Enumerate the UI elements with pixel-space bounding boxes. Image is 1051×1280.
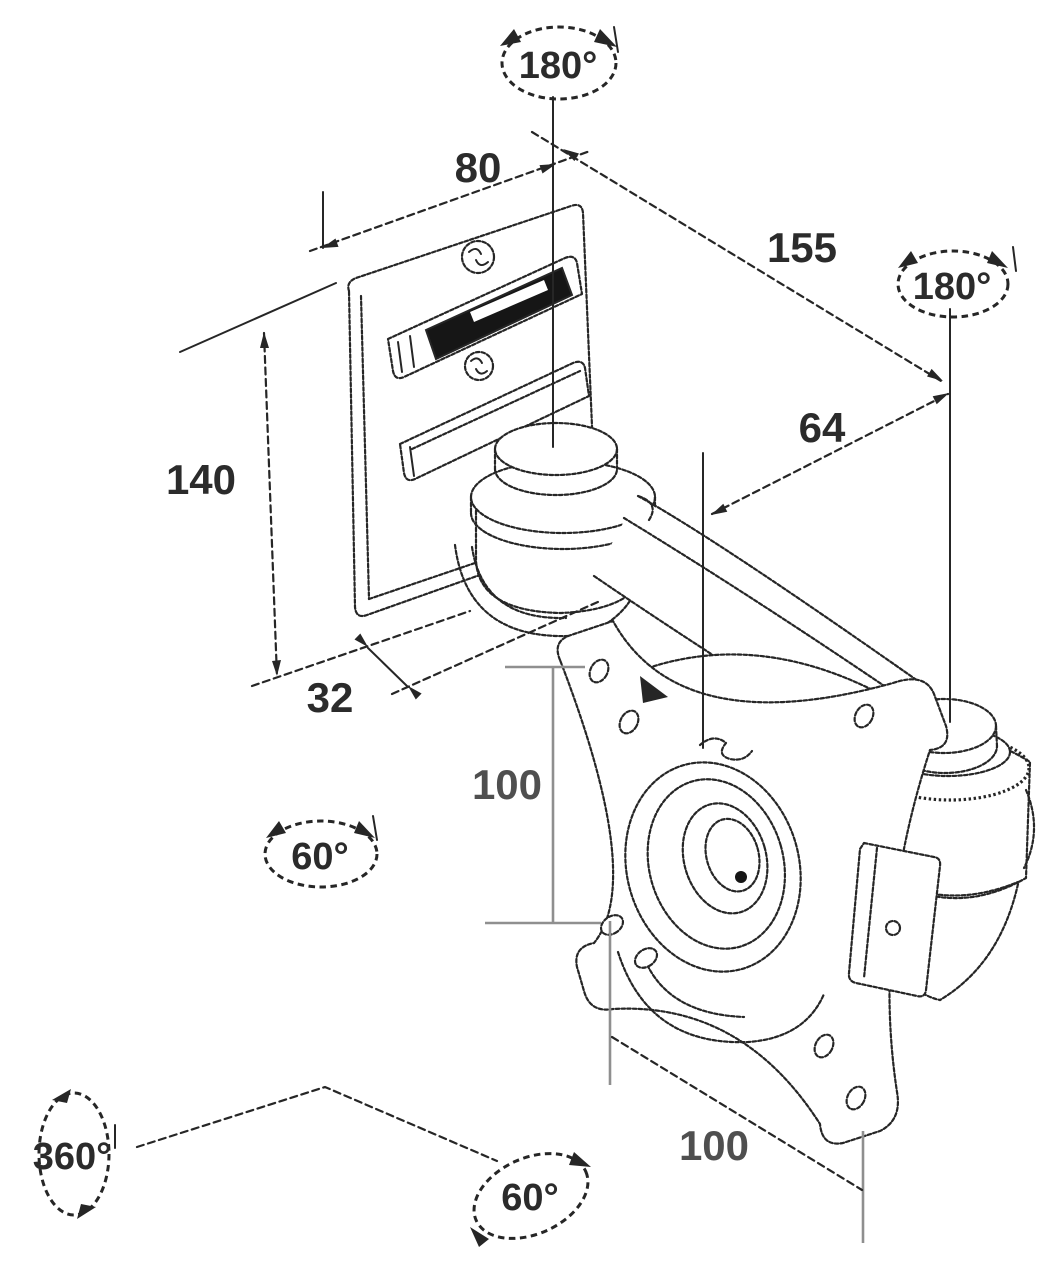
dim-32-label: 32 bbox=[307, 674, 354, 721]
pivot-center-dot bbox=[735, 871, 747, 883]
rot-top-label: 180° bbox=[519, 45, 598, 87]
rotation-indicator-left: 60° bbox=[263, 815, 379, 889]
rotation-indicator-bottom: 60° bbox=[470, 1152, 591, 1247]
dimension-100-bottom: 100 bbox=[608, 921, 865, 1243]
dimension-32: 32 bbox=[250, 599, 602, 721]
mount-screw-lower bbox=[463, 350, 495, 382]
dimension-155: 155 bbox=[530, 96, 943, 448]
vesa-hole bbox=[599, 914, 625, 936]
vesa-hole bbox=[813, 1033, 835, 1059]
top-swivel-joint bbox=[453, 421, 657, 638]
vesa-hole bbox=[845, 1085, 867, 1111]
vesa-hole bbox=[588, 658, 610, 684]
rot-bottom-label: 60° bbox=[501, 1177, 558, 1219]
dimension-100-left: 100 bbox=[472, 665, 601, 925]
rot-swivel-label: 360° bbox=[33, 1136, 112, 1178]
vesa-boss bbox=[616, 761, 826, 1044]
dim-155-label: 155 bbox=[767, 224, 837, 271]
dim-80-label: 80 bbox=[455, 144, 502, 191]
rotation-indicator-swivel: 360° bbox=[33, 1085, 499, 1219]
dimension-80: 80 bbox=[308, 144, 592, 253]
dimension-64: 64 bbox=[702, 308, 951, 749]
vesa-holes bbox=[588, 658, 875, 1111]
mount-slot-upper bbox=[386, 255, 584, 380]
rotation-indicator-right: 180° bbox=[896, 246, 1017, 319]
rot-right-label: 180° bbox=[913, 266, 992, 308]
mount-screw-upper bbox=[460, 239, 496, 275]
dim-100-left-label: 100 bbox=[472, 761, 542, 808]
wall-plate bbox=[347, 203, 598, 618]
vesa-hole bbox=[853, 703, 875, 729]
dim-140-label: 140 bbox=[166, 456, 236, 503]
dim-64-label: 64 bbox=[799, 404, 846, 451]
clevis-bracket bbox=[847, 841, 942, 998]
dim-100-bottom-label: 100 bbox=[679, 1122, 749, 1169]
vesa-hole bbox=[618, 709, 640, 735]
rot-left-label: 60° bbox=[291, 836, 348, 878]
vesa-hole bbox=[633, 947, 659, 969]
dimension-140: 140 bbox=[166, 282, 337, 679]
rotation-indicator-top: 180° bbox=[500, 25, 619, 101]
